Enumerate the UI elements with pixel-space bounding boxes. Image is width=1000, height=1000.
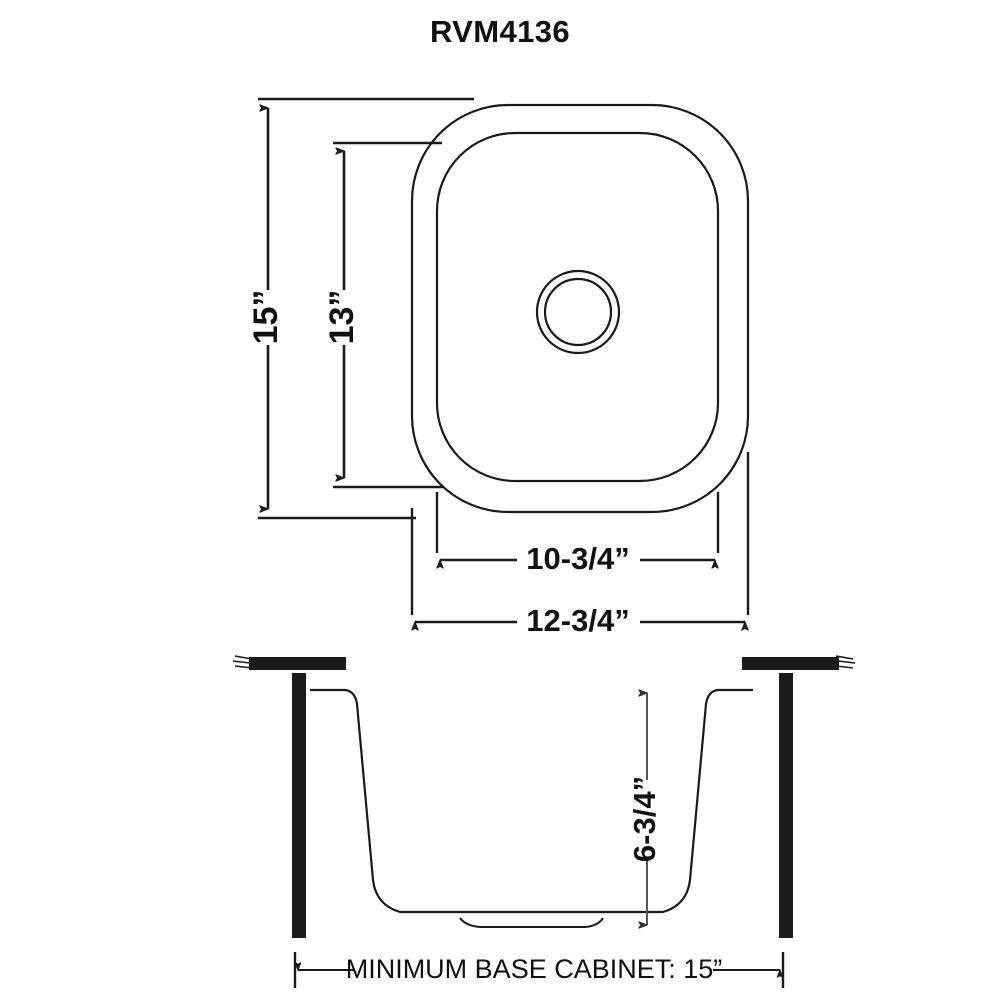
cabinet-wall-right xyxy=(779,673,793,938)
drain-inner-circle xyxy=(543,277,613,347)
top-view-extension-lines xyxy=(258,97,750,615)
dimension-bowl-depth: 6-3/4” xyxy=(627,693,662,925)
dim-label-inner-height: 13” xyxy=(323,290,361,345)
drain-outer-circle xyxy=(535,269,621,355)
basin-bottom-lip xyxy=(459,917,604,928)
dimension-inner-height: 13” xyxy=(323,151,361,478)
drain-icon xyxy=(535,269,621,355)
section-basin-profile xyxy=(310,688,753,928)
page-title: RVM4136 xyxy=(429,14,571,49)
countertop-bar-left xyxy=(249,657,346,670)
dimension-outer-width: 12-3/4” xyxy=(415,603,745,638)
top-view-sink-outline xyxy=(410,103,750,514)
sink-outer-rim xyxy=(410,103,750,514)
dimension-outer-height: 15” xyxy=(247,108,285,509)
dimension-base-cabinet: MINIMUM BASE CABINET: 15” xyxy=(293,952,785,988)
countertop-right xyxy=(742,655,856,670)
cabinet-wall-left xyxy=(292,673,306,938)
sink-inner-bowl xyxy=(435,131,720,483)
countertop-break-hatch-left xyxy=(232,655,253,669)
countertop-break-hatch-right xyxy=(835,655,856,669)
dim-label-bowl-depth: 6-3/4” xyxy=(627,776,662,862)
caption-minimum-base-cabinet: MINIMUM BASE CABINET: 15” xyxy=(346,954,723,984)
dim-label-inner-width: 10-3/4” xyxy=(526,541,629,576)
basin-outline xyxy=(310,688,753,914)
dim-label-outer-width: 12-3/4” xyxy=(526,603,629,638)
dimension-inner-width: 10-3/4” xyxy=(440,541,715,576)
dim-label-outer-height: 15” xyxy=(247,290,285,345)
countertop-bar-right xyxy=(742,657,839,670)
countertop-left xyxy=(232,655,346,670)
